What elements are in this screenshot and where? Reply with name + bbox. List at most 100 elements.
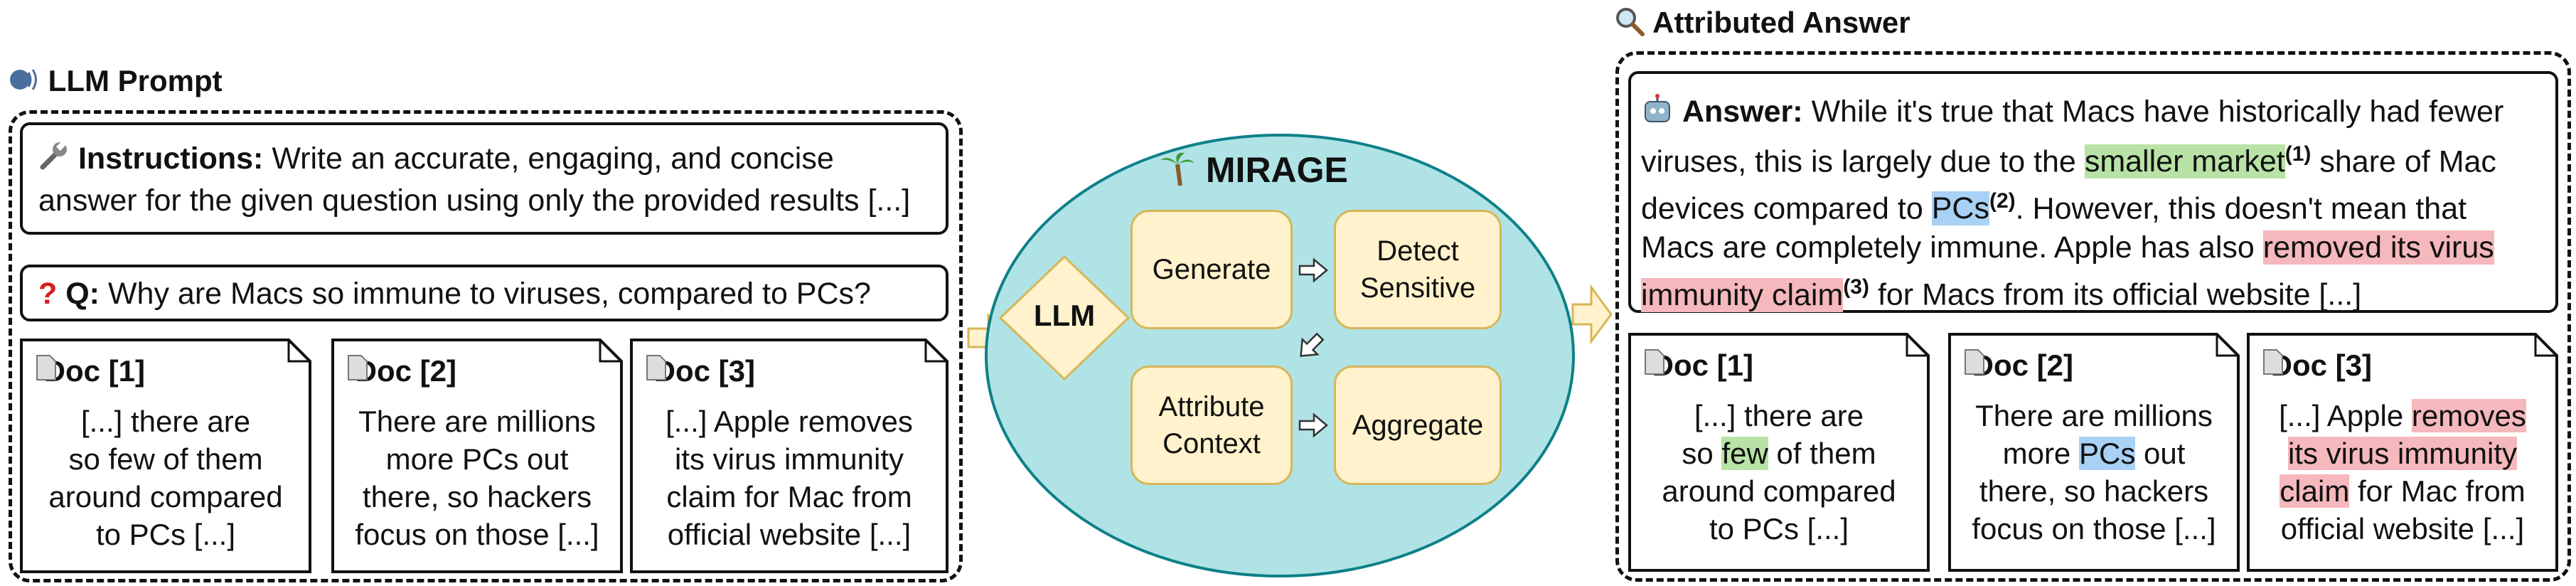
prompt-panel-title-text: LLM Prompt [48, 64, 223, 97]
question-label: Q: [65, 277, 100, 311]
highlight-removed-virus: removed its virus [2262, 230, 2494, 265]
answer-line1: While it's true that Macs have historica… [1811, 95, 2504, 129]
answer-panel [1615, 51, 2571, 582]
question-box: ? Q: Why are Macs so immune to viruses, … [20, 265, 948, 321]
answer-line2-pre: viruses, this is largely due to the [1641, 144, 2076, 179]
answer-panel-title: Attributed Answer [1614, 6, 1910, 44]
highlight-few: few [1721, 437, 1768, 470]
answer-line2-post: share of Mac [2319, 144, 2496, 179]
doc-line: so few of them [1635, 435, 1923, 472]
doc-title: Doc [2] [355, 354, 457, 388]
doc-line: focus on those [...] [355, 518, 599, 551]
doc-text: [...] Apple [2279, 399, 2404, 432]
doc-line: claim for Mac from [666, 480, 912, 513]
doc-text: out [2144, 437, 2186, 470]
doc-title: Doc [1] [43, 354, 146, 388]
doc-line: its virus immunity [674, 442, 904, 476]
citation-1: (1) [2284, 142, 2312, 166]
generate-node: Generate [1131, 210, 1293, 329]
doc-shape [331, 339, 623, 573]
doc-text: more [2002, 437, 2071, 470]
citation-2: (2) [1989, 188, 2016, 213]
doc-line: focus on those [...] [1972, 512, 2216, 545]
palm-tree-icon [1159, 150, 1196, 196]
detect-label-line2: Sensitive [1359, 272, 1476, 304]
doc-line: official website [...] [667, 518, 912, 551]
doc-title: Doc [2] [1972, 348, 2074, 382]
attribute-label-line2: Context [1163, 428, 1261, 459]
doc-line: so few of them [68, 442, 263, 476]
arrow-detect-to-attribute [1300, 332, 1325, 357]
doc-line: around compared [1662, 474, 1896, 508]
mirage-title-text: MIRAGE [1205, 150, 1348, 190]
doc-text: of them [1776, 437, 1876, 470]
question-text: Why are Macs so immune to viruses, compa… [107, 277, 871, 311]
citation-3: (3) [1843, 275, 1869, 299]
doc-text: so [1682, 437, 1714, 470]
speaking-head-icon [7, 65, 40, 101]
highlight-pcs: PCs [1931, 191, 1989, 226]
answer-doc-3: Doc [3] [...] Apple removes its virus im… [2247, 333, 2558, 572]
doc-shape [630, 339, 948, 573]
highlight-removes: removes [2411, 399, 2526, 432]
wrench-icon [38, 140, 70, 181]
generate-label: Generate [1152, 254, 1271, 285]
doc-text: for Mac from [2357, 474, 2526, 508]
doc-line: more PCs out [385, 442, 569, 476]
arrow-generate-to-detect [1298, 257, 1328, 283]
highlight-smaller-market: smaller market [2084, 144, 2285, 179]
doc-line: its virus immunity [2254, 435, 2551, 472]
prompt-panel [9, 110, 963, 582]
mirage-title: MIRAGE [1159, 149, 1348, 196]
attribute-label-line1: Attribute [1158, 391, 1265, 422]
answer-box: Answer: While it's true that Macs have h… [1628, 71, 2558, 313]
aggregate-label: Aggregate [1352, 410, 1484, 441]
doc-title: Doc [3] [2270, 348, 2373, 382]
llm-diamond [998, 255, 1131, 381]
prompt-doc-1: Doc [1] [...] there are so few of them a… [20, 339, 311, 573]
doc-shape [20, 339, 311, 573]
doc-line: around compared [48, 480, 283, 513]
answer-label: Answer: [1682, 95, 1803, 129]
answer-line5-post: for Macs from its official website [...] [1877, 277, 2362, 312]
instructions-line1: Write an accurate, engaging, and concise [272, 142, 834, 176]
answer-doc-2: Doc [2] There are millions more PCs out … [1948, 333, 2240, 572]
instructions-line2: answer for the given question using only… [38, 183, 911, 218]
doc-line: more PCs out [1955, 435, 2233, 472]
doc-line: [...] there are [80, 405, 251, 438]
answer-doc-1: Doc [1] [...] there are so few of them a… [1628, 333, 1930, 572]
answer-line3-pre: devices compared to [1641, 191, 1923, 226]
prompt-doc-3: Doc [3] [...] Apple removes its virus im… [630, 339, 948, 573]
doc-shape [1628, 333, 1930, 572]
doc-line: to PCs [...] [1709, 512, 1849, 545]
arrow-mirage-to-answer [1571, 284, 1613, 344]
magnifier-icon [1614, 6, 1645, 44]
llm-label: LLM [1033, 299, 1096, 332]
answer-line4-pre: Macs are completely immune. Apple has al… [1641, 230, 2255, 265]
detect-sensitive-node: Detect Sensitive [1334, 210, 1502, 329]
attribute-context-node: Attribute Context [1131, 366, 1293, 485]
highlight-its-virus-immunity: its virus immunity [2287, 437, 2518, 470]
doc-line: there, so hackers [362, 480, 592, 513]
question-mark-icon: ? [38, 277, 58, 311]
instructions-box: Instructions: Write an accurate, engagin… [20, 122, 948, 235]
answer-line3-post: . However, this doesn't mean that [2015, 191, 2467, 226]
doc-line: There are millions [1975, 399, 2213, 432]
prompt-doc-2: Doc [2] There are millions more PCs out … [331, 339, 623, 573]
doc-line: [...] Apple removes [2254, 397, 2551, 435]
prompt-panel-title: LLM Prompt [7, 64, 223, 101]
highlight-claim: claim [2280, 474, 2350, 508]
doc-line: to PCs [...] [95, 518, 236, 551]
doc-line: claim for Mac from [2254, 472, 2551, 510]
highlight-pcs-doc: PCs [2078, 437, 2136, 470]
highlight-immunity-claim: immunity claim [1641, 277, 1844, 312]
doc-line: [...] there are [1694, 399, 1864, 432]
answer-panel-title-text: Attributed Answer [1652, 6, 1910, 40]
robot-icon [1641, 93, 1674, 134]
arrow-attribute-to-aggregate [1298, 412, 1328, 438]
detect-label-line1: Detect [1377, 235, 1459, 267]
doc-line: There are millions [358, 405, 596, 438]
instructions-label: Instructions: [78, 142, 264, 176]
doc-title: Doc [3] [653, 354, 756, 388]
doc-title: Doc [1] [1652, 348, 1754, 382]
